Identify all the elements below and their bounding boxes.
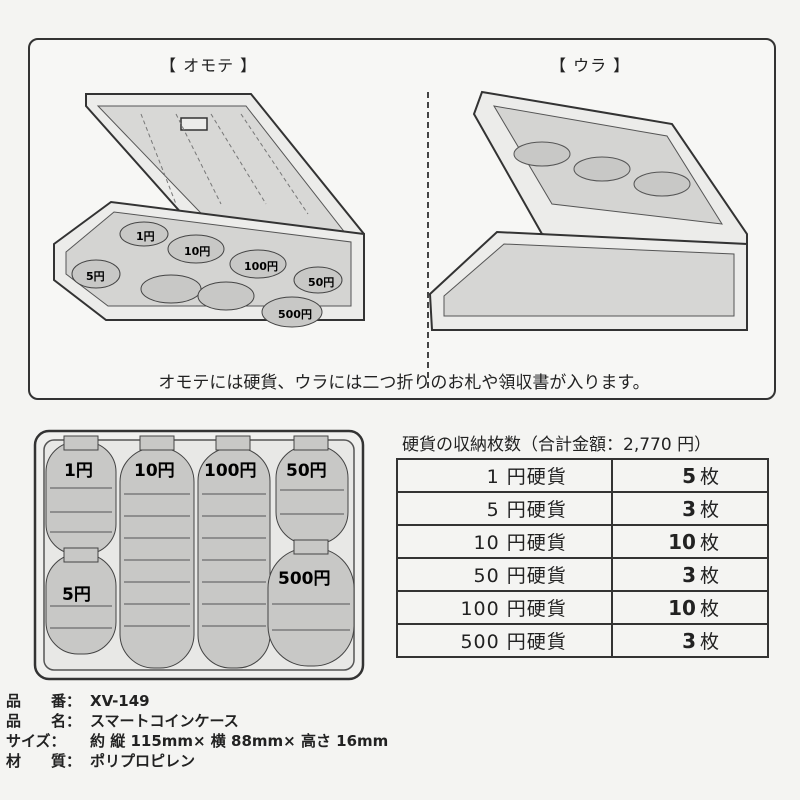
front-coin-50yen: 50円 [308, 276, 334, 289]
spec-value: XV-149 [90, 692, 150, 710]
coin-name: 50 円硬貨 [396, 557, 613, 592]
front-coin-10yen: 10円 [184, 245, 210, 258]
layout-label-10yen: 10円 [134, 461, 175, 481]
layout-label-5yen: 5円 [62, 585, 91, 605]
coin-layout-diagram: 1円 10円 100円 50円 5円 500円 [33, 429, 365, 681]
coin-unit: 枚 [699, 598, 719, 620]
product-specs: 品 番： XV-149 品 名： スマートコインケース サイズ： 約 縦 115… [6, 691, 388, 771]
coin-count: 3 [682, 563, 696, 587]
back-case-illustration [428, 90, 748, 331]
layout-label-100yen: 100円 [204, 461, 257, 481]
layout-label-1yen: 1円 [64, 461, 93, 481]
spec-row-material: 材 質： ポリプロピレン [6, 751, 388, 771]
usage-illustration-box: 【 オモテ 】 【 ウラ 】 1円 10円 100円 50円 5円 500円 [28, 38, 776, 400]
usage-caption: オモテには硬貨、ウラには二つ折りのお札や領収書が入ります。 [158, 373, 650, 393]
back-label: 【 ウラ 】 [550, 56, 631, 75]
coin-count: 10 [668, 530, 696, 554]
coin-unit: 枚 [699, 466, 719, 488]
coin-name: 10 円硬貨 [396, 524, 613, 559]
spec-label: 材 質： [6, 752, 82, 770]
spec-label: 品 番： [6, 692, 82, 710]
spec-value: スマートコインケース [90, 712, 239, 730]
coin-count: 3 [682, 629, 696, 653]
coin-table-title: 硬貨の収納枚数（合計金額：2,770 円） [402, 435, 712, 455]
spec-row-part-number: 品 番： XV-149 [6, 691, 388, 711]
coin-count: 10 [668, 596, 696, 620]
spec-label: 品 名： [6, 712, 82, 730]
coin-count: 5 [682, 464, 696, 488]
front-coin-100yen: 100円 [244, 260, 278, 273]
spec-value: ポリプロピレン [90, 752, 196, 770]
coin-unit: 枚 [699, 565, 719, 587]
spec-value: 約 縦 115mm× 横 88mm× 高さ 16mm [90, 732, 389, 750]
spec-label: サイズ： [6, 732, 66, 750]
front-label: 【 オモテ 】 [160, 56, 258, 75]
layout-label-50yen: 50円 [286, 461, 327, 481]
front-case-illustration: 1円 10円 100円 50円 5円 500円 [53, 93, 365, 328]
coin-unit: 枚 [699, 499, 719, 521]
coin-name: 5 円硬貨 [396, 491, 613, 526]
spec-row-size: サイズ： 約 縦 115mm× 横 88mm× 高さ 16mm [6, 731, 388, 751]
front-coin-500yen: 500円 [278, 308, 312, 321]
front-coin-1yen: 1円 [136, 230, 155, 243]
coin-name: 100 円硬貨 [396, 590, 613, 625]
spec-row-product-name: 品 名： スマートコインケース [6, 711, 388, 731]
dashed-divider [427, 92, 429, 388]
coin-name: 1 円硬貨 [396, 458, 613, 493]
coin-unit: 枚 [699, 631, 719, 653]
layout-label-500yen: 500円 [278, 569, 331, 589]
coin-unit: 枚 [699, 532, 719, 554]
front-coin-5yen: 5円 [86, 270, 105, 283]
coin-name: 500 円硬貨 [396, 623, 613, 658]
coin-count: 3 [682, 497, 696, 521]
